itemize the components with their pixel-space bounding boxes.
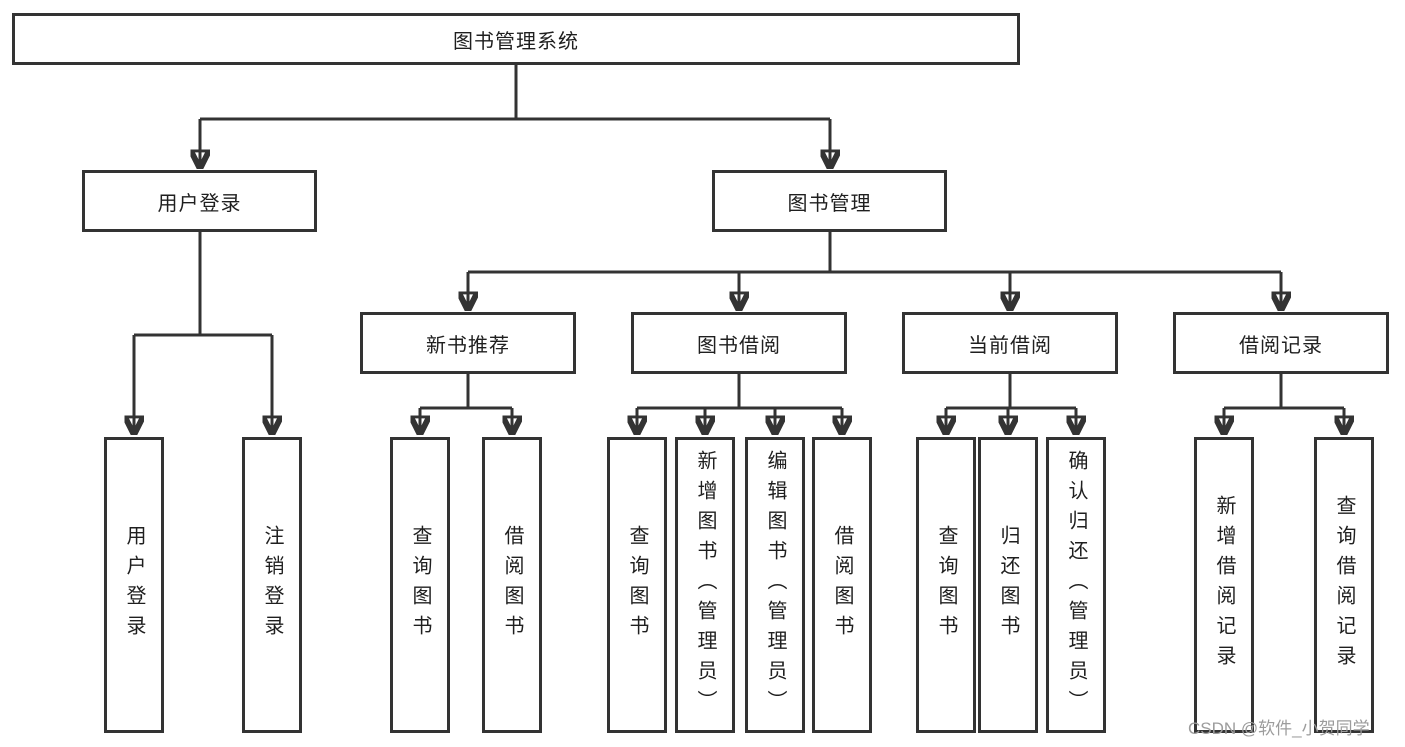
node-borrowing-records: 借阅记录	[1173, 312, 1389, 374]
csdn-watermark: CSDN @软件_小贺同学	[1188, 719, 1370, 738]
node-root-label: 图书管理系统	[453, 30, 579, 53]
leaf-borrow-query-books: 查询图书	[607, 437, 667, 733]
leaf-borrow-add-books-admin-label: 新增图书（管理员）	[694, 450, 716, 720]
leaf-records-add-record: 新增借阅记录	[1194, 437, 1254, 733]
leaf-recommend-query-books-label: 查询图书	[409, 525, 431, 645]
leaf-borrow-borrow-books: 借阅图书	[812, 437, 872, 733]
leaf-records-query-record: 查询借阅记录	[1314, 437, 1374, 733]
node-current-borrowing-label: 当前借阅	[968, 334, 1052, 357]
node-new-book-recommend-label: 新书推荐	[426, 334, 510, 357]
leaf-recommend-borrow-books-label: 借阅图书	[501, 525, 523, 645]
leaf-user-login: 用户登录	[104, 437, 164, 733]
leaf-borrow-borrow-books-label: 借阅图书	[831, 525, 853, 645]
node-root: 图书管理系统	[12, 13, 1020, 65]
leaf-recommend-borrow-books: 借阅图书	[482, 437, 542, 733]
leaf-current-confirm-return-admin: 确认归还（管理员）	[1046, 437, 1106, 733]
connector-skeleton	[134, 65, 1344, 410]
leaf-recommend-query-books: 查询图书	[390, 437, 450, 733]
leaf-current-query-books: 查询图书	[916, 437, 976, 733]
leaf-records-add-record-label: 新增借阅记录	[1213, 495, 1235, 675]
leaf-borrow-add-books-admin: 新增图书（管理员）	[675, 437, 735, 733]
leaf-borrow-edit-books-admin: 编辑图书（管理员）	[745, 437, 805, 733]
leaf-user-login-label: 用户登录	[123, 525, 145, 645]
node-current-borrowing: 当前借阅	[902, 312, 1118, 374]
node-book-management-label: 图书管理	[787, 192, 872, 215]
leaf-current-return-books: 归还图书	[978, 437, 1038, 733]
node-user-login-label: 用户登录	[157, 192, 242, 215]
leaf-logout-label: 注销登录	[261, 525, 283, 645]
leaf-current-query-books-label: 查询图书	[935, 525, 957, 645]
node-book-borrowing: 图书借阅	[631, 312, 847, 374]
node-book-borrowing-label: 图书借阅	[697, 334, 781, 357]
leaf-current-return-books-label: 归还图书	[997, 525, 1019, 645]
node-new-book-recommend: 新书推荐	[360, 312, 576, 374]
node-book-management: 图书管理	[712, 170, 947, 232]
node-user-login: 用户登录	[82, 170, 317, 232]
leaf-borrow-edit-books-admin-label: 编辑图书（管理员）	[764, 450, 786, 720]
leaf-records-query-record-label: 查询借阅记录	[1333, 495, 1355, 675]
leaf-logout: 注销登录	[242, 437, 302, 733]
leaf-borrow-query-books-label: 查询图书	[626, 525, 648, 645]
leaf-current-confirm-return-admin-label: 确认归还（管理员）	[1065, 450, 1087, 720]
node-borrowing-records-label: 借阅记录	[1239, 334, 1323, 357]
